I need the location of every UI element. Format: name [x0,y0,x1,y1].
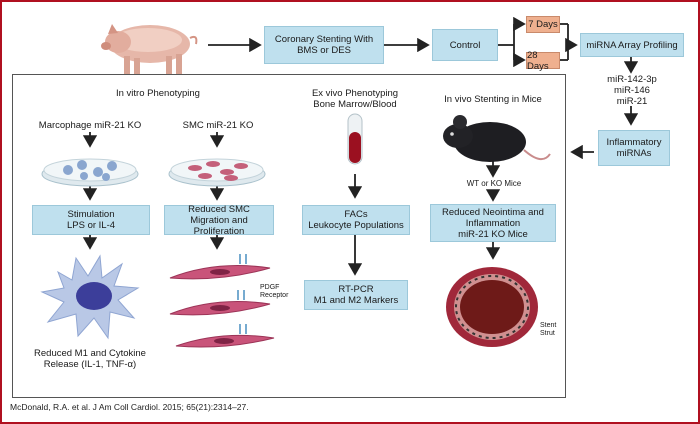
petri-dish-smc [168,158,266,187]
pdgf-receptor-label: PDGF Receptor [260,284,289,299]
blood-tube-illustration [347,113,363,165]
coronary-stenting-box: Coronary Stenting With BMS or DES [264,26,384,64]
inflammatory-mirnas-box: Inflammatory miRNAs [598,130,670,166]
wt-ko-mice-label: WT or KO Mice [466,179,522,188]
day-28-box: 28 Days [526,50,560,72]
facs-box: FACs Leukocyte Populations [302,205,410,235]
macrophage-ko-label: Marcophage miR-21 KO [38,120,142,131]
mirna-list: miR-142-3p miR-146 miR-21 [607,74,657,107]
mirna-array-profiling-box: miRNA Array Profiling [580,33,684,57]
citation: McDonald, R.A. et al. J Am Coll Cardiol.… [10,402,249,412]
control-box: Control [432,29,498,61]
experiment-panel [12,74,566,398]
in-vitro-title: In vitro Phenotyping [116,88,200,99]
reduced-neointima-box: Reduced Neointima and Inflammation miR-2… [430,204,556,242]
petri-dish-macrophage [41,158,139,187]
smc-cells-illustration [169,254,275,348]
ex-vivo-title: Ex vivo Phenotyping Bone Marrow/Blood [311,88,399,110]
smc-ko-label: SMC miR-21 KO [182,120,254,131]
macrophage-cell-illustration [40,254,140,340]
reduced-m1-label: Reduced M1 and Cytokine Release (IL-1, T… [34,348,146,370]
mouse-illustration [443,115,551,162]
reduced-smc-box: Reduced SMC Migration and Proliferation [164,204,274,237]
stent-cross-section [446,267,538,347]
in-vivo-title: In vivo Stenting in Mice [444,94,542,105]
rt-pcr-box: RT-PCR M1 and M2 Markers [304,280,408,310]
pig-illustration [101,24,198,74]
stimulation-box: Stimulation LPS or IL-4 [32,205,150,235]
stent-strut-label: Stent Strut [540,322,557,337]
day-7-box: 7 Days [526,16,560,33]
